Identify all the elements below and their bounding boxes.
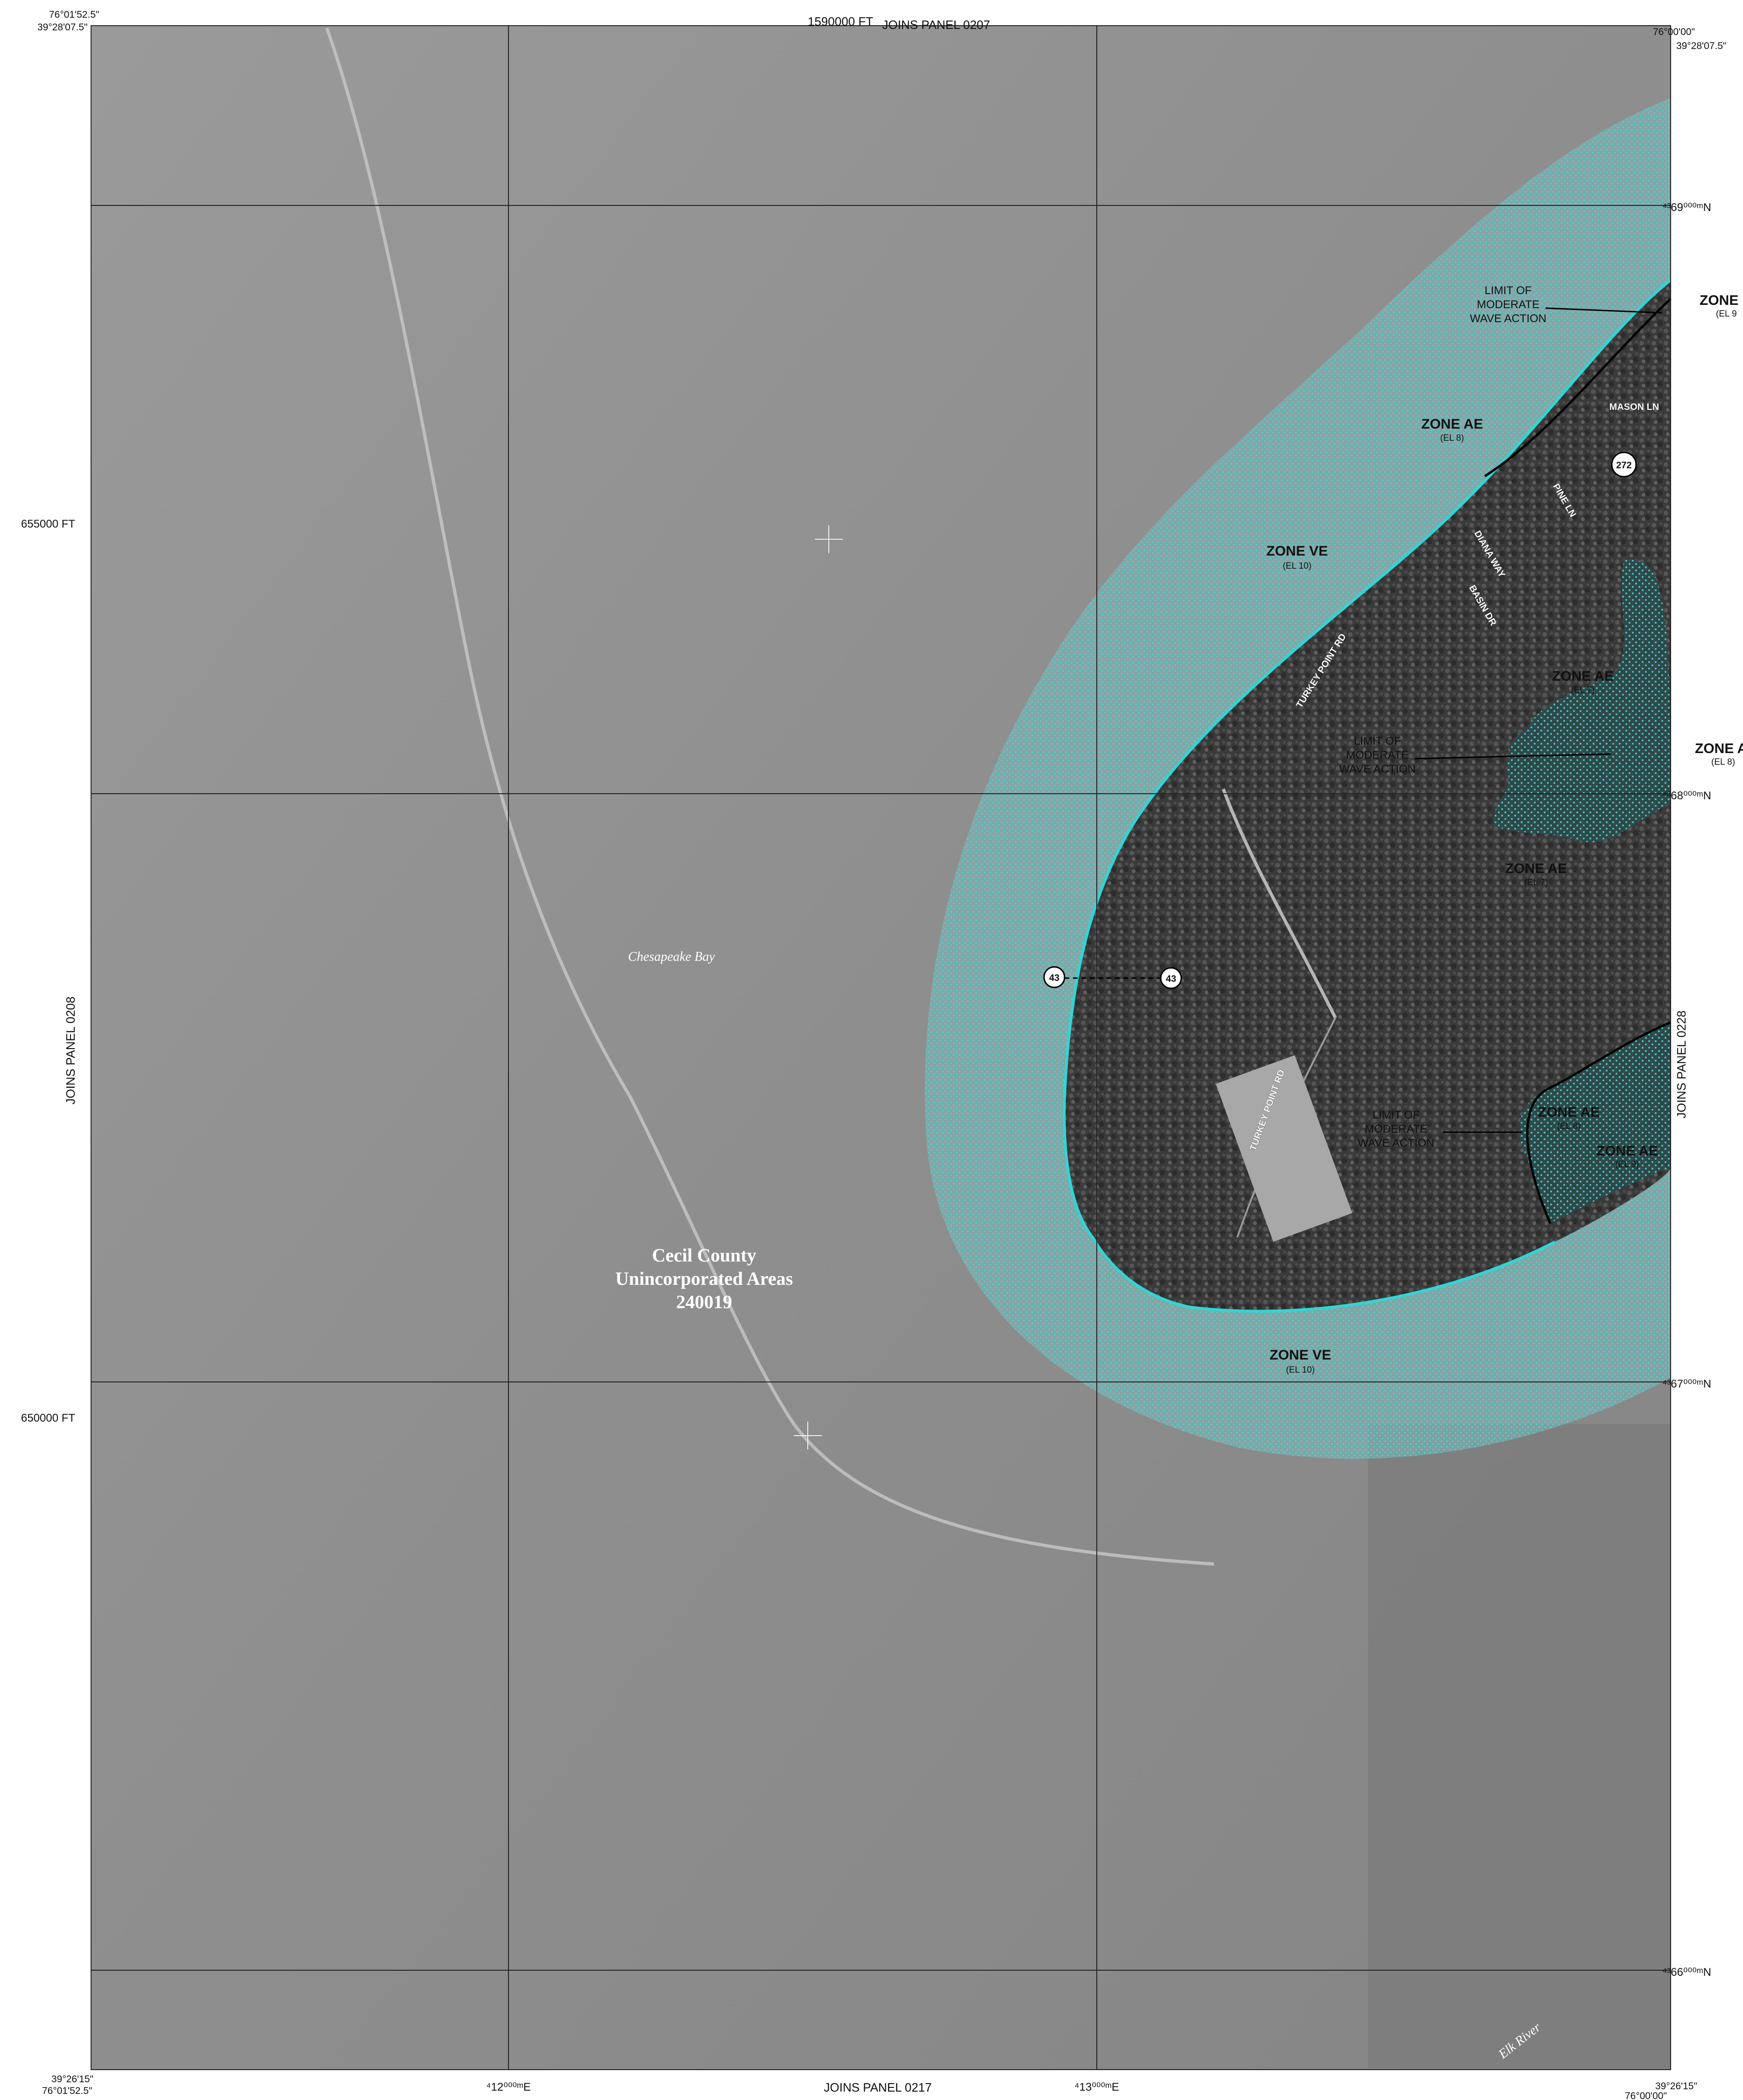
limit-of-moderate-wave-action-line (1484, 298, 1672, 478)
community-name-line2: Unincorporated Areas (615, 1268, 793, 1289)
corner-bottom-left-lat: 39°26'15" (51, 2074, 93, 2085)
transect-label-b: 43 (1166, 974, 1176, 984)
bay-channel (325, 27, 1214, 1566)
community-name-line1: Cecil County (652, 1245, 756, 1266)
svg-text:MODERATE: MODERATE (1477, 298, 1539, 311)
community-id: 240019 (676, 1291, 732, 1312)
corner-bottom-right-lat: 39°26'15" (1655, 2081, 1697, 2092)
grid-lines (91, 25, 1671, 2070)
bottom-join-label: JOINS PANEL 0217 (824, 2080, 931, 2094)
svg-text:LIMIT OF: LIMIT OF (1354, 735, 1401, 747)
top-ft-label: 1590000 FT (808, 14, 873, 28)
turkey-point-road-line (1221, 788, 1337, 1019)
route-272-shield (1611, 451, 1637, 478)
transect-marker-a (1043, 966, 1066, 988)
zone-ae-2-el: (EL 7) (1571, 685, 1595, 695)
crosshair-ticks (794, 525, 843, 1450)
transect-marker-b (1160, 967, 1182, 989)
svg-text:MODERATE: MODERATE (1346, 749, 1409, 761)
svg-text:WAVE ACTION: WAVE ACTION (1470, 312, 1546, 325)
right-join-label: JOINS PANEL 0228 (1674, 1010, 1688, 1118)
limit-of-moderate-wave-action-line-2 (1526, 1021, 1671, 1224)
zone-edge-2-el: (EL 8) (1711, 757, 1735, 767)
left-join-label: JOINS PANEL 0208 (64, 996, 78, 1104)
limit-label-3: LIMIT OF MODERATE WAVE ACTION (1358, 1109, 1434, 1149)
zone-ae-5: ZONE AE (1596, 1143, 1658, 1159)
zone-ae-3-el: (EL 7) (1524, 878, 1548, 888)
svg-text:LIMIT OF: LIMIT OF (1485, 284, 1532, 297)
left-ft-lower: 650000 FT (21, 1412, 75, 1424)
zone-ae-creek (1493, 560, 1671, 842)
zone-ae-1-el: (EL 8) (1440, 433, 1464, 443)
zone-ve-south: ZONE VE (1270, 1347, 1331, 1363)
clearing (1215, 1055, 1353, 1242)
corner-top-left-lat: 39°28'07.5" (37, 22, 87, 33)
zone-ve-south-el: (EL 10) (1286, 1365, 1315, 1375)
limit-label-1: LIMIT OF MODERATE WAVE ACTION (1470, 284, 1546, 325)
utm-n67: ⁴³67⁰⁰⁰ᵐN (1662, 1378, 1711, 1390)
svg-text:MODERATE: MODERATE (1365, 1123, 1427, 1135)
water-label-bay: Chesapeake Bay (628, 950, 715, 964)
zone-ae-5-el: (EL 9) (1615, 1160, 1639, 1170)
transect-label-a: 43 (1049, 973, 1059, 983)
land-area (1064, 280, 1671, 1311)
zone-ae-southeast (1519, 1022, 1671, 1223)
zone-ae-3: ZONE AE (1505, 861, 1567, 876)
zone-ae-2: ZONE AE (1552, 669, 1614, 684)
road-mason: MASON LN (1609, 402, 1659, 412)
limit-leader-1 (1545, 307, 1663, 314)
utm-e12: ⁴12⁰⁰⁰ᵐE (486, 2081, 531, 2093)
top-join-label: JOINS PANEL 0207 (882, 18, 990, 32)
zone-edge-1-el: (EL 9 (1716, 309, 1737, 319)
zone-ae-1: ZONE AE (1421, 416, 1483, 432)
utm-n66: ⁴³66⁰⁰⁰ᵐN (1662, 1966, 1711, 1979)
zone-ve-north-el: (EL 10) (1283, 561, 1312, 571)
utm-n69: ⁴³69⁰⁰⁰ᵐN (1662, 201, 1711, 214)
limit-leader-2 (1414, 753, 1611, 760)
zone-edge-1: ZONE (1700, 293, 1738, 308)
corner-bottom-left-lon: 76°01'52.5" (42, 2086, 92, 2096)
utm-n68: ⁴³68⁰⁰⁰ᵐN (1662, 789, 1711, 802)
corner-top-right-lat: 39°28'07.5" (1676, 41, 1726, 51)
zone-ae-4: ZONE AE (1538, 1105, 1600, 1120)
photo-seam (1368, 1424, 1671, 2068)
zone-ae-4-el: (EL 8) (1557, 1121, 1581, 1131)
svg-text:LIMIT OF: LIMIT OF (1373, 1109, 1420, 1121)
corner-top-left-lon: 76°01'52.5" (49, 9, 99, 20)
left-ft-upper: 655000 FT (21, 518, 75, 530)
svg-text:WAVE ACTION: WAVE ACTION (1358, 1137, 1434, 1149)
utm-e13: ⁴13⁰⁰⁰ᵐE (1074, 2081, 1119, 2093)
corner-top-right-lon: 76°00'00" (1653, 27, 1695, 37)
route-272-label: 272 (1616, 460, 1631, 471)
limit-label-2: LIMIT OF MODERATE WAVE ACTION (1339, 735, 1416, 775)
zone-edge-2: ZONE A (1695, 741, 1743, 756)
zone-ve-north: ZONE VE (1266, 543, 1328, 559)
svg-text:WAVE ACTION: WAVE ACTION (1339, 763, 1416, 775)
corner-bottom-right-lon: 76°00'00" (1625, 2091, 1667, 2100)
shoreline-boundary (1063, 279, 1672, 1313)
